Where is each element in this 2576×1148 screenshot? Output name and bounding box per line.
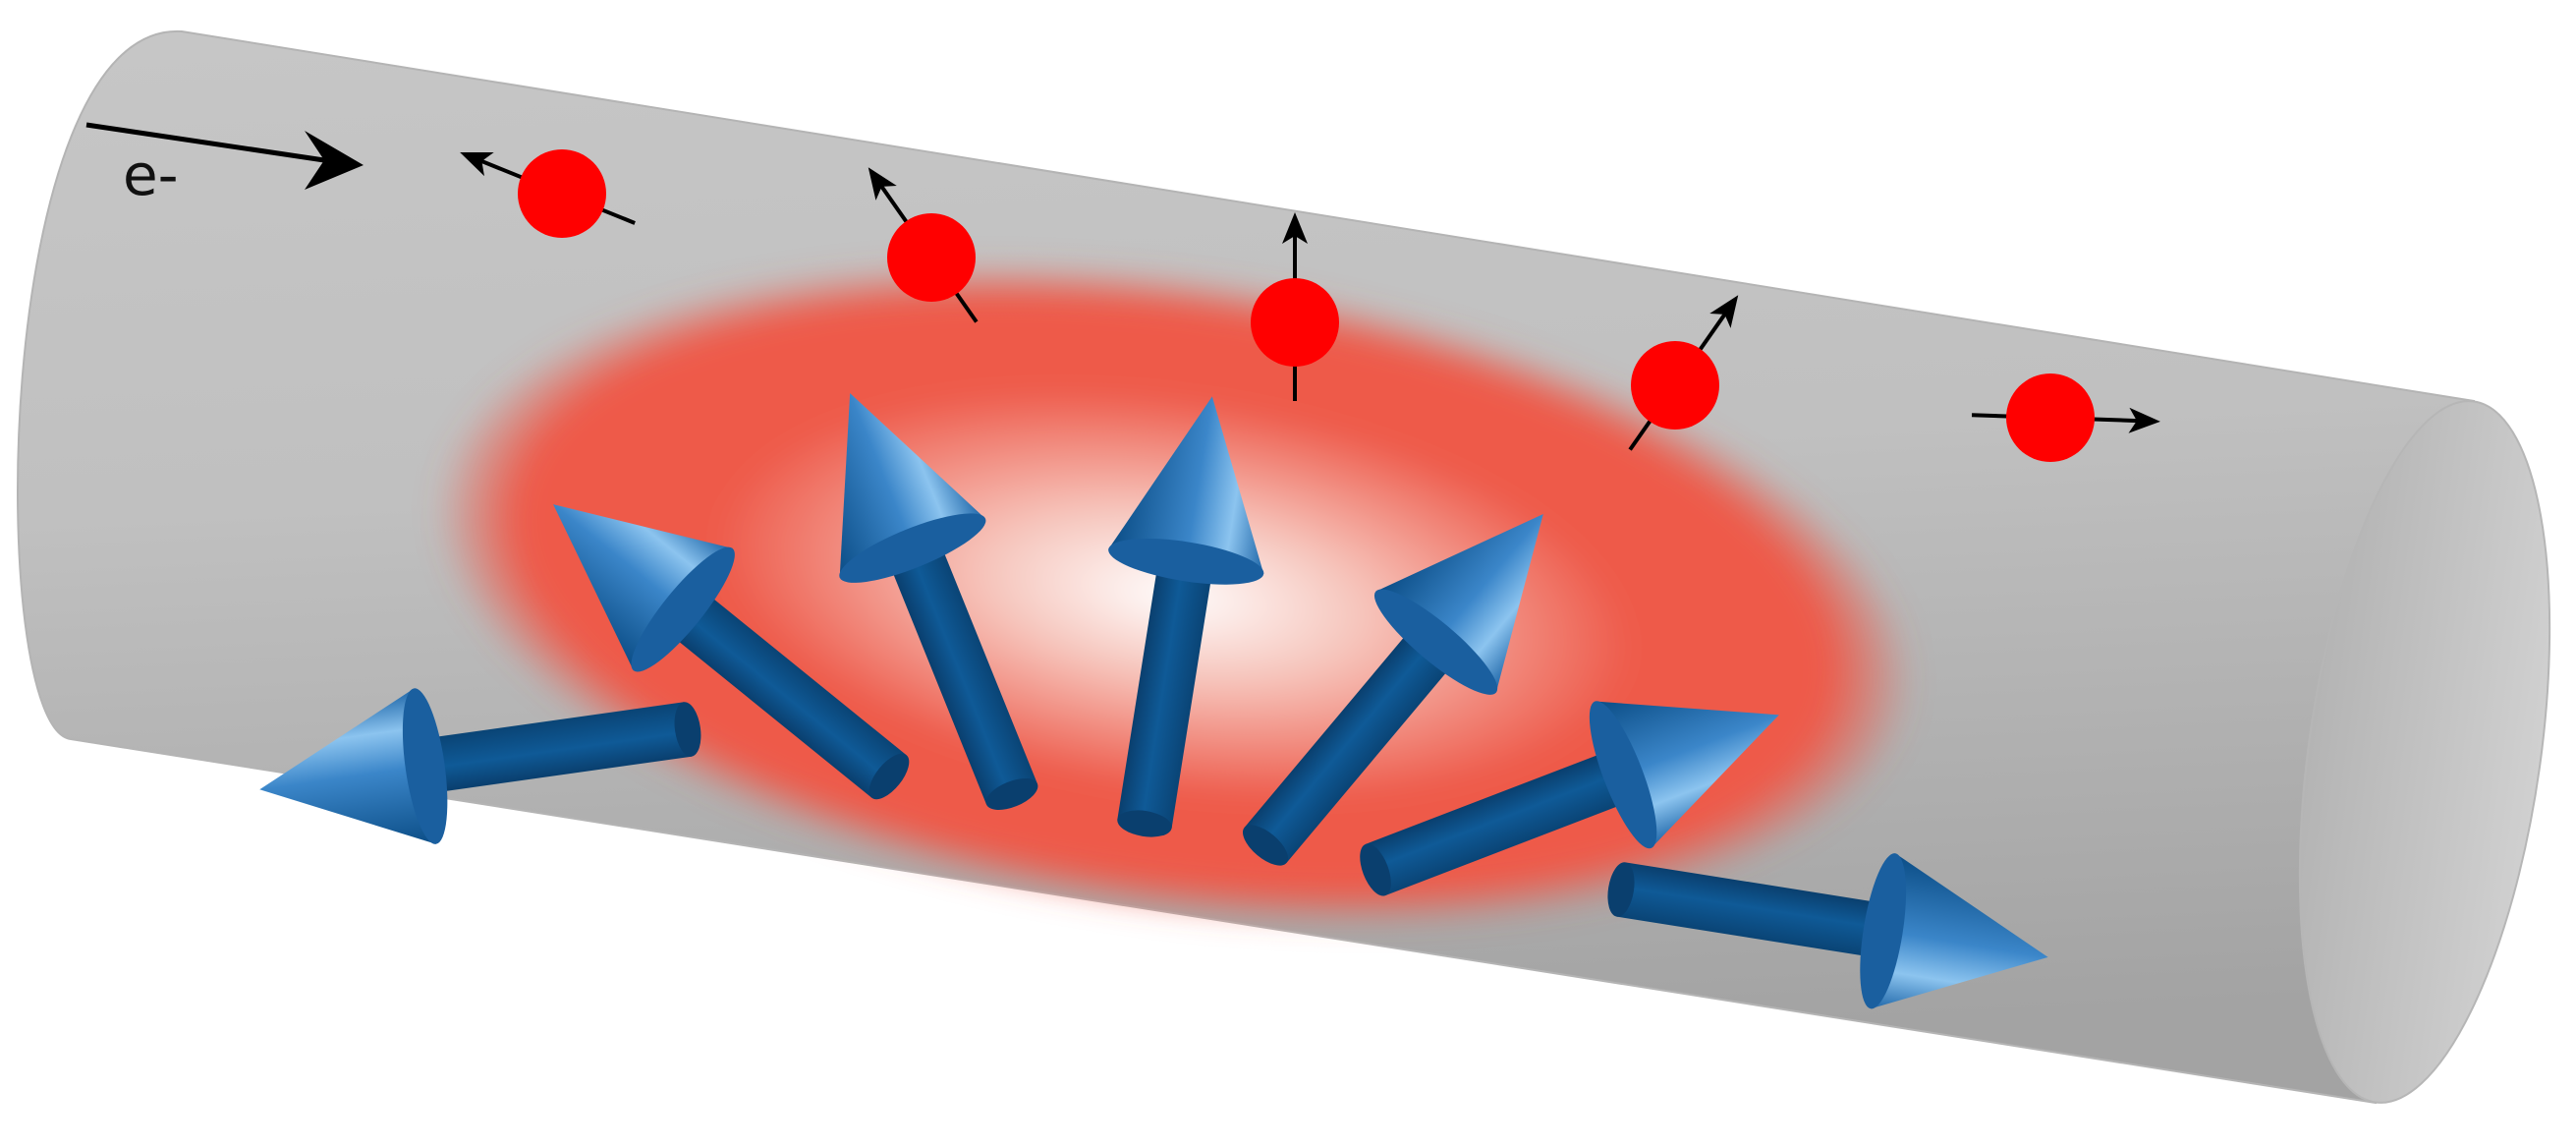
electron [453,138,643,238]
electrons [453,138,2161,462]
electron [1251,210,1339,403]
electron [1617,285,1751,459]
electron [856,157,989,331]
electron-label: e- [123,142,179,208]
wire-end-cap [2298,400,2551,1104]
electron-flow-arrow: e- [85,122,364,208]
electron [1972,373,2161,462]
arrow-right-icon [305,131,364,190]
